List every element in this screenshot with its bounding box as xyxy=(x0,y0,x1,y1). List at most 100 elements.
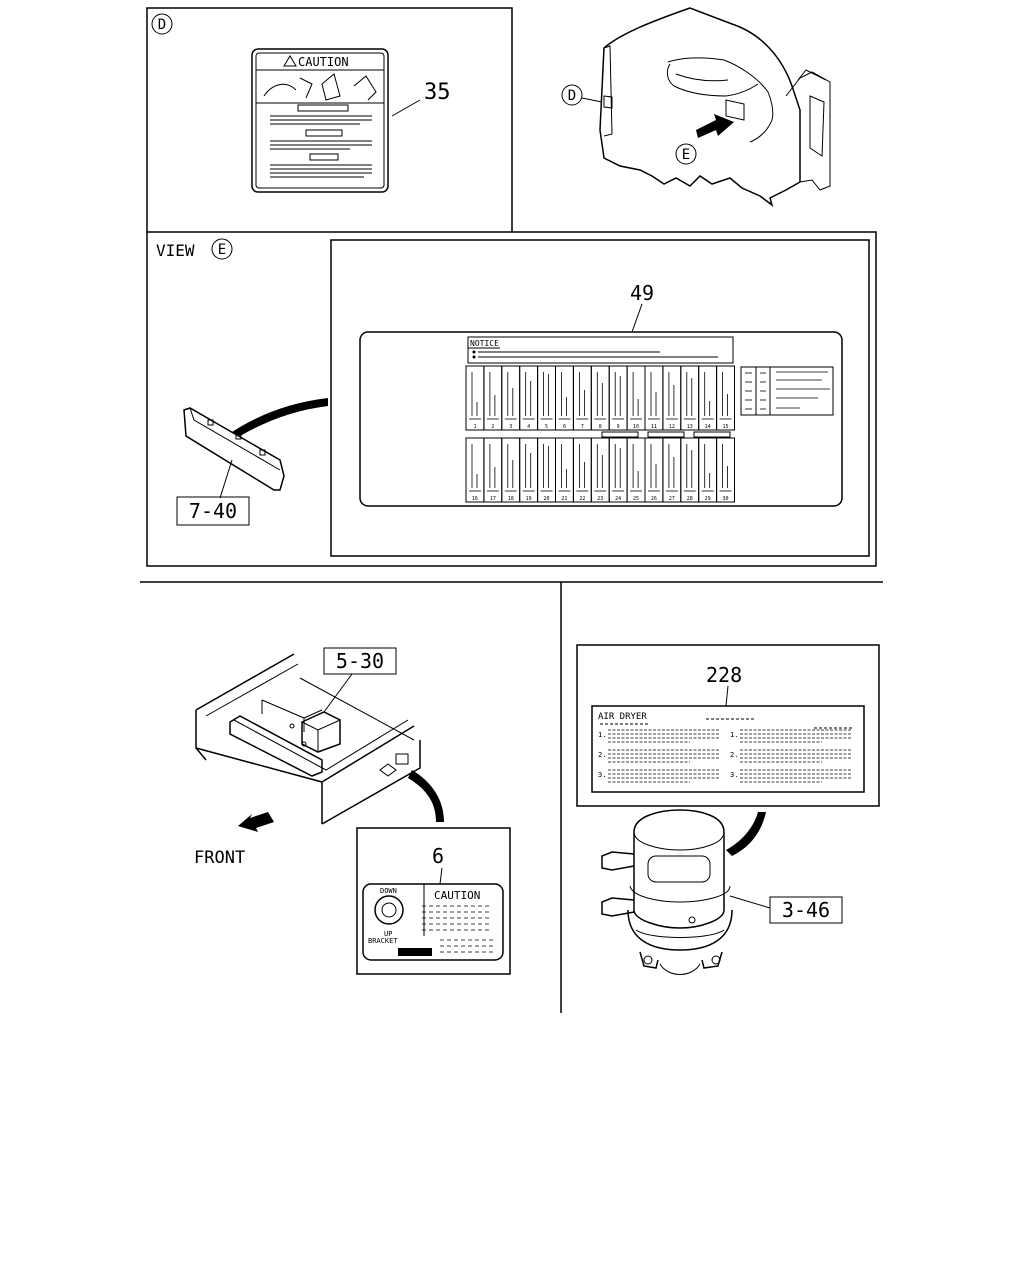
air-dryer-item-number: 2. xyxy=(730,751,738,759)
table-row2-cell: 21 xyxy=(555,437,574,503)
table-row1-cell: 2 xyxy=(483,365,503,431)
callout-228: 228 xyxy=(706,663,742,687)
air-dryer-label-228: AIR DRYER 1. 2. 3. 1. 2. 3. xyxy=(591,705,865,793)
table-row1-number: 10 xyxy=(633,424,639,430)
ref-7-40-box: 7-40 xyxy=(176,496,250,526)
table-row2-number: 17 xyxy=(490,496,496,502)
table-row1-cell: 9 xyxy=(608,365,628,431)
table-row2-cell: 28 xyxy=(680,437,700,503)
ref-3-46-box: 3-46 xyxy=(769,896,843,924)
table-row1-number: 8 xyxy=(599,424,602,430)
cab-illustration: D E xyxy=(561,7,831,207)
svg-text:NOTICE: NOTICE xyxy=(470,339,499,348)
table-row1-number: 2 xyxy=(491,424,494,430)
table-row1-cell: 7 xyxy=(572,365,592,431)
table-row2-cell: 25 xyxy=(626,437,646,503)
svg-text:7-40: 7-40 xyxy=(189,499,237,523)
table-row2-number: 23 xyxy=(597,496,603,502)
table-row2-number: 30 xyxy=(723,496,729,502)
view-e-panel: VIEW E 7-40 49 NOTICE xyxy=(146,231,877,567)
table-row2-number: 19 xyxy=(526,496,532,502)
svg-text:BRACKET: BRACKET xyxy=(368,937,398,945)
table-row2-number: 29 xyxy=(705,496,711,502)
table-row1-number: 12 xyxy=(669,424,675,430)
table-row1-number: 13 xyxy=(687,424,693,430)
air-dryer-item-number: 2. xyxy=(598,751,606,759)
view-e-title: VIEW xyxy=(156,241,195,260)
callout-6: 6 xyxy=(432,844,444,868)
table-row2-cell: 23 xyxy=(590,437,610,503)
table-row2-number: 26 xyxy=(651,496,657,502)
table-row1-number: 5 xyxy=(545,424,548,430)
svg-text:DOWN: DOWN xyxy=(380,887,397,895)
svg-text:3-46: 3-46 xyxy=(782,898,830,922)
callout-35: 35 xyxy=(424,80,451,105)
table-row2-number: 25 xyxy=(633,496,639,502)
cab-marker-d: D xyxy=(561,84,583,106)
table-row1-number: 4 xyxy=(527,424,530,430)
table-row1-number: 7 xyxy=(581,424,584,430)
table-row1-cell: 6 xyxy=(555,365,574,431)
table-row2-cell: 17 xyxy=(483,437,503,503)
frame-section: 5-30 FRONT 6 DOWN UP BRACKET CAUTION xyxy=(194,647,511,975)
table-row2-cell: 30 xyxy=(716,437,735,503)
svg-text:D: D xyxy=(568,88,576,104)
table-row1-number: 14 xyxy=(705,424,711,430)
callout-49: 49 xyxy=(630,281,654,305)
table-row1-cell: 12 xyxy=(662,365,682,431)
table-row1-cell: 5 xyxy=(537,365,556,431)
table-row1-cell: 3 xyxy=(501,365,521,431)
table-row2-cell: 29 xyxy=(698,437,718,503)
svg-text:E: E xyxy=(218,242,226,258)
table-row2-number: 20 xyxy=(544,496,550,502)
table-row2-cell: 16 xyxy=(465,437,485,503)
air-dryer-item-number: 3. xyxy=(730,771,738,779)
table-row2-cell: 19 xyxy=(519,437,539,503)
air-dryer-item-number: 3. xyxy=(598,771,606,779)
table-row2-number: 16 xyxy=(472,496,478,502)
table-row2-cell: 18 xyxy=(501,437,521,503)
svg-text:E: E xyxy=(682,147,690,163)
table-row2-cell: 26 xyxy=(644,437,664,503)
warning-triangle-icon xyxy=(283,55,297,67)
table-row1-cell: 14 xyxy=(698,365,718,431)
svg-text:5-30: 5-30 xyxy=(336,649,384,673)
air-dryer-item-number: 1. xyxy=(598,731,606,739)
front-label: FRONT xyxy=(194,848,245,868)
table-row2-number: 24 xyxy=(615,496,621,502)
table-row2-cell: 24 xyxy=(608,437,628,503)
table-row1-cell: 15 xyxy=(716,365,735,431)
table-row1-number: 1 xyxy=(473,424,476,430)
table-row2-number: 27 xyxy=(669,496,675,502)
table-row1-number: 15 xyxy=(723,424,729,430)
table-row1-number: 3 xyxy=(509,424,512,430)
table-row1-number: 6 xyxy=(563,424,566,430)
svg-text:AIR DRYER: AIR DRYER xyxy=(598,712,647,722)
table-row1-cell: 11 xyxy=(644,365,664,431)
view-d-marker: D xyxy=(151,13,173,35)
caution-label-35: CAUTION xyxy=(251,48,389,193)
air-dryer-section: 228 AIR DRYER 1. 2. 3. 1. 2. 3. 3-46 xyxy=(576,644,880,975)
view-d-panel: D CAUTION 35 xyxy=(146,7,513,232)
table-row2-number: 18 xyxy=(508,496,514,502)
table-row1-cell: 1 xyxy=(465,365,485,431)
table-row1-cell: 4 xyxy=(519,365,539,431)
table-row1-cell: 13 xyxy=(680,365,700,431)
front-arrow-icon xyxy=(238,812,274,832)
table-row1-cell: 8 xyxy=(590,365,610,431)
svg-text:UP: UP xyxy=(384,930,392,938)
svg-text:CAUTION: CAUTION xyxy=(434,889,480,902)
view-e-marker: E xyxy=(211,238,233,260)
svg-text:D: D xyxy=(158,17,166,33)
table-row2-number: 28 xyxy=(687,496,693,502)
cab-marker-e: E xyxy=(675,143,697,165)
table-row1-cell: 10 xyxy=(626,365,646,431)
table-row2-number: 21 xyxy=(561,496,567,502)
ref-5-30-box: 5-30 xyxy=(323,647,397,675)
table-row2-number: 22 xyxy=(579,496,585,502)
air-dryer-item-number: 1. xyxy=(730,731,738,739)
svg-text:CAUTION: CAUTION xyxy=(298,55,349,69)
table-row2-cell: 20 xyxy=(537,437,556,503)
